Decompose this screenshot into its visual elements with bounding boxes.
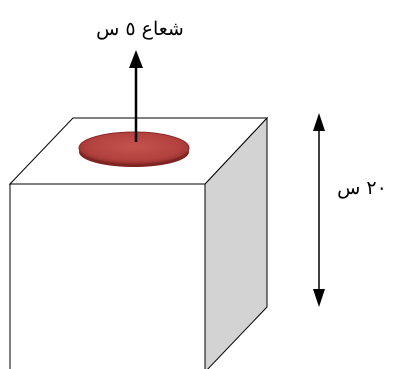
height-arrow-bottom-head [313, 289, 325, 307]
red-disk [78, 131, 190, 165]
box-front-face [9, 183, 206, 369]
height-arrow-top-head [313, 113, 325, 131]
height-label: ٢٠ س [337, 177, 387, 199]
radius-arrow-head [129, 50, 143, 68]
radius-label: شعاع ٥ س [96, 18, 184, 40]
